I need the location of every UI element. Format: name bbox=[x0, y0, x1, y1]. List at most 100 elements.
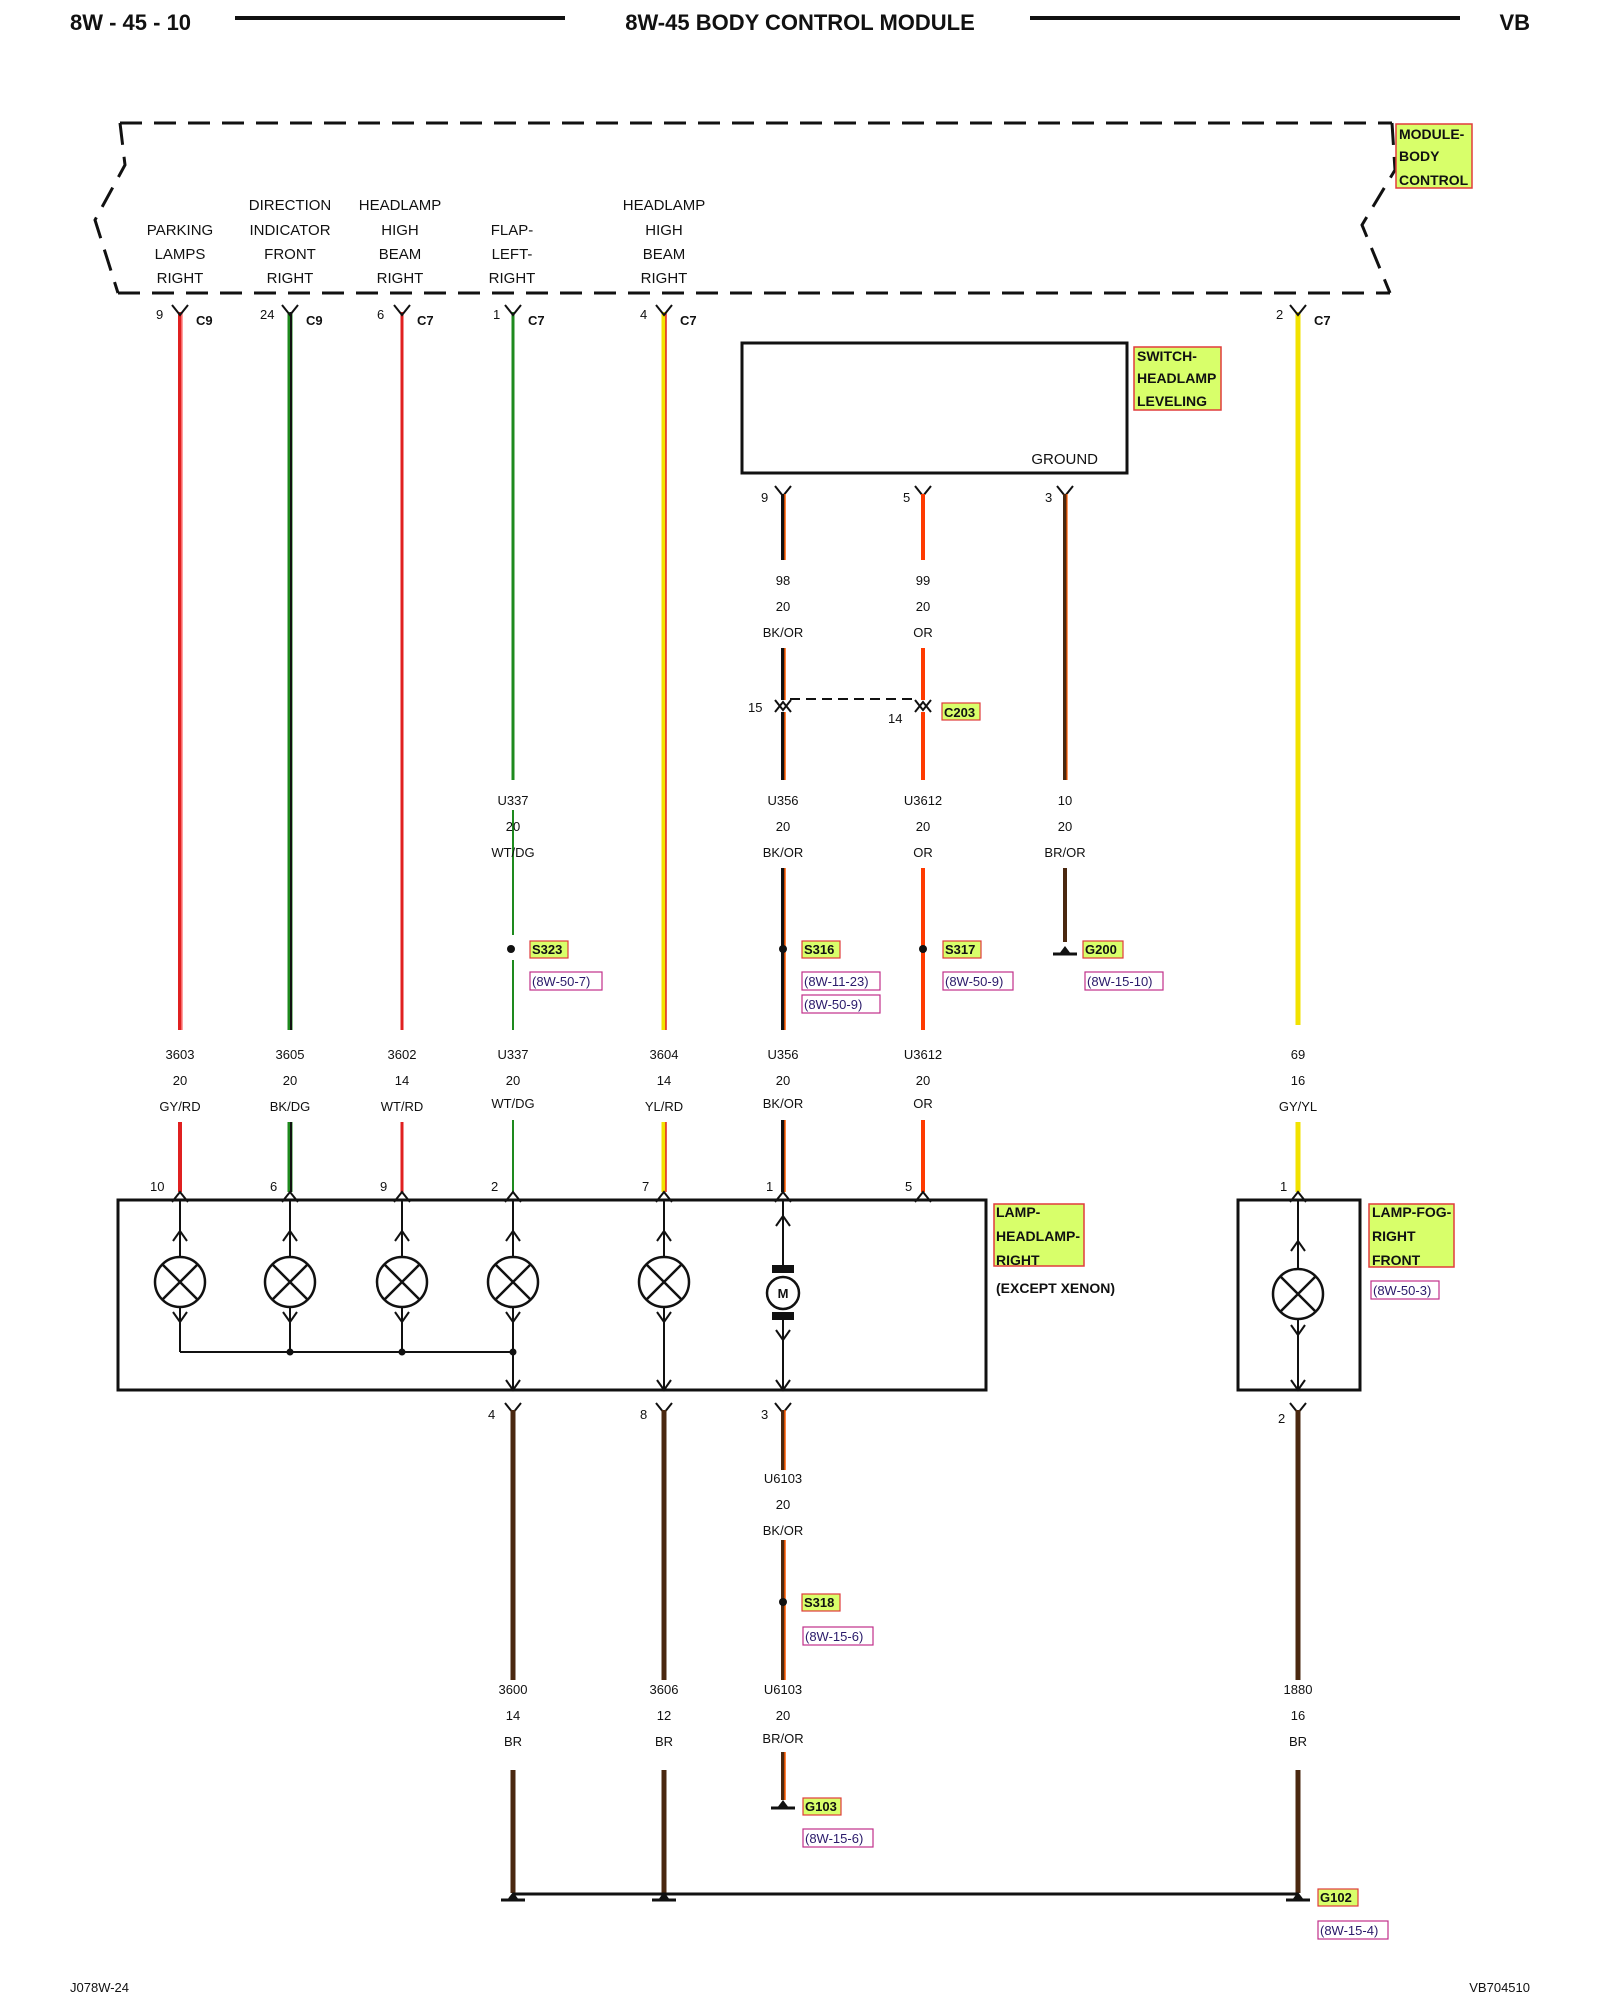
svg-text:6: 6 bbox=[270, 1179, 277, 1194]
svg-text:9: 9 bbox=[380, 1179, 387, 1194]
headlamp-note: (EXCEPT XENON) bbox=[996, 1280, 1115, 1296]
svg-text:FRONT: FRONT bbox=[264, 246, 316, 263]
svg-text:3603: 3603 bbox=[166, 1047, 195, 1062]
bulb-icon bbox=[263, 1255, 317, 1309]
svg-text:20: 20 bbox=[506, 819, 520, 834]
svg-text:(8W-15-6): (8W-15-6) bbox=[805, 1831, 863, 1846]
svg-text:24: 24 bbox=[260, 307, 274, 322]
svg-text:S318: S318 bbox=[804, 1595, 834, 1610]
svg-text:12: 12 bbox=[657, 1708, 671, 1723]
foglamp-out-pin: 2 bbox=[1278, 1411, 1285, 1426]
svg-text:2: 2 bbox=[491, 1179, 498, 1194]
splice-s318: S318 (8W-15-6) bbox=[779, 1593, 874, 1646]
svg-text:69: 69 bbox=[1291, 1047, 1305, 1062]
svg-text:8: 8 bbox=[640, 1407, 647, 1422]
lamp-headlamp-right-box bbox=[116, 1198, 988, 1392]
header-page-number: 8W - 45 - 10 bbox=[70, 10, 191, 35]
svg-text:(8W-15-4): (8W-15-4) bbox=[1320, 1923, 1378, 1938]
switch-tag: SWITCH- HEADLAMP LEVELING bbox=[1133, 346, 1222, 411]
svg-text:C9: C9 bbox=[196, 313, 213, 328]
svg-text:20: 20 bbox=[776, 1708, 790, 1723]
svg-text:U337: U337 bbox=[497, 1047, 528, 1062]
svg-text:LEVELING: LEVELING bbox=[1137, 393, 1207, 409]
svg-text:BR/OR: BR/OR bbox=[762, 1731, 803, 1746]
bulb-icon bbox=[1271, 1267, 1325, 1321]
svg-text:U6103: U6103 bbox=[764, 1682, 802, 1697]
lamp-input-pins: 10 6 9 2 7 1 5 1 bbox=[150, 1179, 1287, 1194]
headlamp-bus-dots bbox=[286, 1348, 517, 1356]
svg-text:20: 20 bbox=[283, 1073, 297, 1088]
svg-text:M: M bbox=[778, 1286, 789, 1301]
svg-text:15: 15 bbox=[748, 700, 762, 715]
svg-text:1880: 1880 bbox=[1284, 1682, 1313, 1697]
ground-g200: G200 (8W-15-10) bbox=[1053, 940, 1164, 991]
svg-text:MODULE-: MODULE- bbox=[1399, 126, 1465, 142]
svg-text:HIGH: HIGH bbox=[645, 222, 683, 239]
svg-text:14: 14 bbox=[888, 711, 902, 726]
svg-text:10: 10 bbox=[1058, 793, 1072, 808]
bcm-connector-ticks bbox=[171, 304, 1307, 317]
bulb-icon bbox=[375, 1255, 429, 1309]
switch-wire-labels: 98 20 BK/OR 99 20 OR bbox=[763, 573, 933, 640]
svg-text:S323: S323 bbox=[532, 942, 562, 957]
svg-text:BEAM: BEAM bbox=[379, 246, 422, 263]
header-model: VB bbox=[1499, 10, 1530, 35]
svg-text:4: 4 bbox=[640, 307, 647, 322]
ground-wire-labels: 3600 14 BR 3606 12 BR U6103 20 BR/OR 188… bbox=[499, 1682, 1313, 1749]
svg-text:S317: S317 bbox=[945, 942, 975, 957]
svg-text:3606: 3606 bbox=[650, 1682, 679, 1697]
svg-text:20: 20 bbox=[776, 1497, 790, 1512]
svg-text:LEFT-: LEFT- bbox=[492, 246, 533, 263]
svg-text:BODY: BODY bbox=[1399, 148, 1440, 164]
svg-text:U6103: U6103 bbox=[764, 1471, 802, 1486]
ground-g102: G102 (8W-15-4) bbox=[501, 1888, 1389, 1940]
svg-text:5: 5 bbox=[903, 490, 910, 505]
svg-text:U3612: U3612 bbox=[904, 793, 942, 808]
lamp-headlamp-tag: LAMP- HEADLAMP- RIGHT bbox=[993, 1203, 1085, 1268]
bcm-outline bbox=[93, 121, 1397, 295]
svg-text:BK/OR: BK/OR bbox=[763, 625, 803, 640]
ground-g103: G103 (8W-15-6) bbox=[771, 1797, 874, 1848]
svg-text:BR: BR bbox=[504, 1734, 522, 1749]
svg-text:GY/RD: GY/RD bbox=[159, 1099, 200, 1114]
c203-connector: 15 14 C203 bbox=[748, 698, 981, 726]
svg-text:PARKING: PARKING bbox=[147, 222, 213, 239]
svg-text:20: 20 bbox=[506, 1073, 520, 1088]
svg-text:WT/RD: WT/RD bbox=[381, 1099, 424, 1114]
svg-text:GY/YL: GY/YL bbox=[1279, 1099, 1317, 1114]
svg-text:LAMP-FOG-: LAMP-FOG- bbox=[1372, 1204, 1452, 1220]
bulb-icon bbox=[637, 1255, 691, 1309]
svg-text:20: 20 bbox=[776, 819, 790, 834]
foglamp-internals bbox=[1289, 1190, 1307, 1415]
svg-text:(8W-50-7): (8W-50-7) bbox=[532, 974, 590, 989]
svg-text:(8W-50-9): (8W-50-9) bbox=[945, 974, 1003, 989]
svg-text:3605: 3605 bbox=[276, 1047, 305, 1062]
svg-text:FRONT: FRONT bbox=[1372, 1252, 1421, 1268]
splice-s316: S316 (8W-11-23) (8W-50-9) bbox=[779, 940, 881, 1014]
switch-pins: 9 5 3 bbox=[761, 490, 1052, 505]
svg-text:14: 14 bbox=[395, 1073, 409, 1088]
svg-text:20: 20 bbox=[916, 1073, 930, 1088]
headlamp-output-pins: 4 8 3 bbox=[488, 1407, 768, 1422]
svg-text:4: 4 bbox=[488, 1407, 495, 1422]
svg-text:BR/OR: BR/OR bbox=[1044, 845, 1085, 860]
headlamp-output-ticks bbox=[504, 1402, 792, 1415]
svg-text:BR: BR bbox=[655, 1734, 673, 1749]
svg-text:BK/OR: BK/OR bbox=[763, 845, 803, 860]
svg-text:HIGH: HIGH bbox=[381, 222, 419, 239]
svg-text:20: 20 bbox=[776, 1073, 790, 1088]
svg-text:U3612: U3612 bbox=[904, 1047, 942, 1062]
svg-text:1: 1 bbox=[493, 307, 500, 322]
svg-text:C7: C7 bbox=[680, 313, 697, 328]
svg-text:U356: U356 bbox=[767, 1047, 798, 1062]
svg-text:C203: C203 bbox=[944, 705, 975, 720]
svg-text:BR: BR bbox=[1289, 1734, 1307, 1749]
svg-text:INDICATOR: INDICATOR bbox=[249, 222, 330, 239]
svg-text:G200: G200 bbox=[1085, 942, 1117, 957]
svg-text:(8W-50-9): (8W-50-9) bbox=[804, 997, 862, 1012]
foglamp-tag: LAMP-FOG- RIGHT FRONT (8W-50-3) bbox=[1368, 1203, 1455, 1300]
svg-text:C7: C7 bbox=[417, 313, 434, 328]
svg-text:16: 16 bbox=[1291, 1073, 1305, 1088]
svg-text:FLAP-: FLAP- bbox=[491, 222, 534, 239]
svg-text:20: 20 bbox=[776, 599, 790, 614]
